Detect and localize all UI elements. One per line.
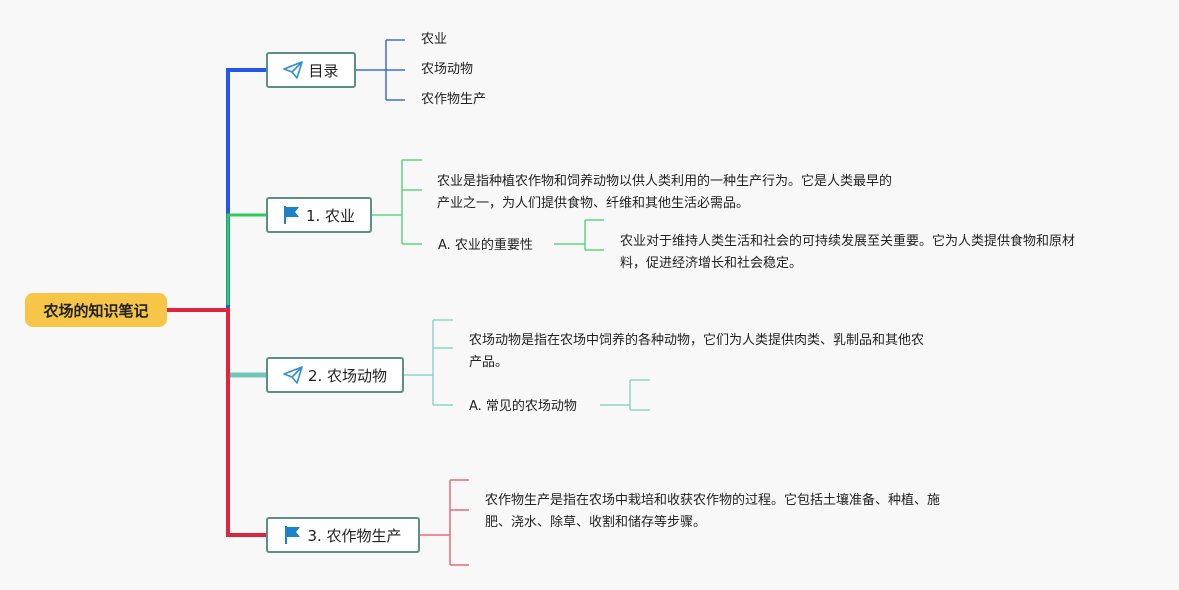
branch-line-agriculture — [226, 213, 268, 305]
agriculture-description-line-2: 产业之一，为人们提供食物、纤维和其他生活必需品。 — [437, 196, 750, 211]
topic-agriculture[interactable]: 1. 农业 — [266, 197, 372, 233]
toc-subbranch-lines — [356, 39, 405, 101]
topic-farm-animals-label: 2. 农场动物 — [307, 366, 388, 385]
root-label: 农场的知识笔记 — [43, 301, 149, 320]
agriculture-description: 农业是指种植农作物和饲养动物以供人类利用的一种生产行为。它是人类最早的 产业之一… — [437, 171, 892, 215]
agriculture-importance-line-2: 料，促进经济增长和社会稳定。 — [620, 256, 803, 271]
paper-plane-icon — [283, 61, 304, 79]
crop-production-description-line-1: 农作物生产是指在农场中栽培和收获农作物的过程。它包括土壤准备、种植、施 — [485, 493, 941, 508]
common-farm-animals-label[interactable]: A. 常见的农场动物 — [469, 399, 577, 414]
animals-subbranch-lines — [404, 319, 453, 406]
topic-agriculture-label: 1. 农业 — [305, 206, 356, 225]
topic-crop-production-label: 3. 农作物生产 — [307, 526, 402, 545]
branch-line-crops — [167, 308, 268, 537]
agriculture-importance-text: 农业对于维持人类生活和社会的可持续发展至关重要。它为人类提供食物和原材 料，促进… — [620, 231, 1075, 275]
flag-icon — [283, 205, 301, 225]
agriculture-importance-line-1: 农业对于维持人类生活和社会的可持续发展至关重要。它为人类提供食物和原材 — [620, 234, 1076, 249]
topic-farm-animals[interactable]: 2. 农场动物 — [266, 357, 404, 393]
agriculture-importance-label[interactable]: A. 农业的重要性 — [438, 238, 533, 253]
common-animals-subbranch-lines — [600, 379, 650, 411]
farm-animals-description: 农场动物是指在农场中饲养的各种动物，它们为人类提供肉类、乳制品和其他农 产品。 — [469, 330, 924, 374]
toc-item-agriculture[interactable]: 农业 — [421, 32, 448, 47]
toc-item-crop-production[interactable]: 农作物生产 — [421, 92, 487, 107]
topic-toc[interactable]: 目录 — [266, 52, 356, 88]
farm-animals-description-line-1: 农场动物是指在农场中饲养的各种动物，它们为人类提供肉类、乳制品和其他农 — [469, 333, 925, 348]
importance-subbranch-lines — [554, 219, 604, 251]
crop-production-description-line-2: 肥、浇水、除草、收割和储存等步骤。 — [485, 515, 707, 530]
crop-production-description: 农作物生产是指在农场中栽培和收获农作物的过程。它包括土壤准备、种植、施 肥、浇水… — [485, 490, 940, 534]
branch-line-toc — [167, 68, 268, 312]
agriculture-description-line-1: 农业是指种植农作物和饲养动物以供人类利用的一种生产行为。它是人类最早的 — [437, 174, 893, 189]
crops-subbranch-lines — [420, 479, 469, 566]
agriculture-subbranch-lines — [372, 159, 422, 245]
paper-plane-icon — [283, 366, 303, 384]
flag-icon — [284, 525, 302, 545]
root-node[interactable]: 农场的知识笔记 — [25, 293, 167, 327]
farm-animals-description-line-2: 产品。 — [469, 355, 509, 370]
topic-crop-production[interactable]: 3. 农作物生产 — [266, 517, 420, 553]
toc-item-farm-animals[interactable]: 农场动物 — [421, 62, 474, 77]
topic-toc-label: 目录 — [308, 61, 339, 80]
